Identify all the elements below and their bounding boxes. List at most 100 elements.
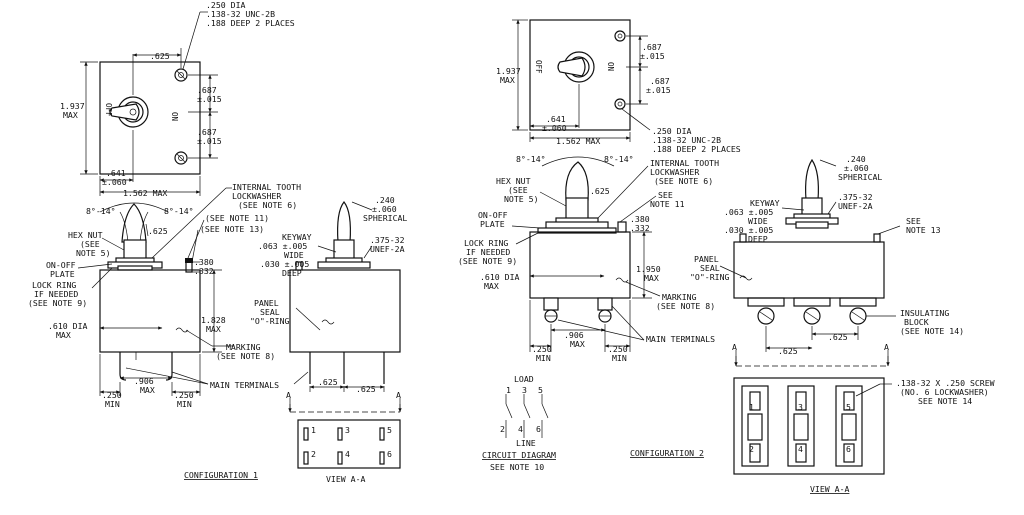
leader-label: PLATE [480, 219, 505, 229]
dim-label: ±.015 [640, 51, 665, 61]
screw-column-2 [793, 391, 809, 463]
leader-label: LOCKWASHER [650, 167, 699, 177]
terminal-number: 2 [311, 449, 316, 459]
terminal-number: 2 [749, 444, 754, 454]
leader-label: BLOCK [904, 317, 929, 327]
dim-label: .625 [150, 51, 170, 61]
leader-label: HEX NUT [496, 176, 531, 186]
config2-side-view [511, 156, 661, 352]
leader-label: UNEF-2A [370, 244, 405, 254]
leader-label: INTERNAL TOOTH [232, 182, 301, 192]
dim-label: .332 [194, 266, 214, 276]
leader-label: LOCKWASHER [232, 191, 281, 201]
dim-label: .610 DIA [48, 321, 88, 331]
terminal-number: 1 [749, 402, 754, 412]
circuit-number: 2 [500, 424, 505, 434]
dim-label: MAX [140, 385, 155, 395]
screw-column-3 [841, 391, 857, 463]
circuit-number: 6 [536, 424, 541, 434]
dim-label: 1.937 [496, 66, 521, 76]
leader-label: (SEE NOTE 8) [216, 351, 275, 361]
terminal-number: 3 [345, 425, 350, 435]
angle-label: 8°-14° [86, 206, 116, 216]
leader-label: PANEL [254, 298, 279, 308]
dim-label: MIN [612, 353, 627, 363]
note-label: (SEE NOTE 13) [200, 224, 264, 234]
circuit-note: SEE NOTE 10 [490, 462, 544, 472]
leader-label: DEEP [282, 268, 302, 278]
config1-side-view [77, 187, 234, 396]
off-label: OFF [104, 103, 113, 117]
leader-label: WIDE [748, 216, 768, 226]
circuit-label: LOAD [514, 374, 534, 384]
leader-label: (SEE [508, 185, 528, 195]
leader-label: .063 ±.005 [724, 207, 773, 217]
leader-label: MAIN TERMINALS [210, 380, 279, 390]
config1-view-aa [297, 419, 401, 469]
leader-label: MARKING [226, 342, 261, 352]
dim-label: .250 [174, 390, 194, 400]
note-label: NOTE 11 [650, 199, 685, 209]
dim-label: 1.950 [636, 264, 661, 274]
leader-label: IF NEEDED [466, 247, 510, 257]
dim-label: .250 DIA [652, 126, 692, 136]
circuit-number: 5 [538, 385, 543, 395]
leader-label: (SEE NOTE 8) [656, 301, 715, 311]
config2-end-labels: .240 ±.060 SPHERICAL KEYWAY .063 ±.005 W… [690, 154, 964, 356]
leader-label: .063 ±.005 [258, 241, 307, 251]
config1-title: CONFIGURATION 1 [184, 470, 258, 480]
angle-label: 8°-14° [164, 206, 194, 216]
leader-label: IF NEEDED [34, 289, 78, 299]
note-label: SEE [658, 190, 673, 200]
dim-label: MAX [63, 110, 78, 120]
dim-label: .138-32 UNC-2B [652, 135, 721, 145]
leader-label: .375-32 [838, 192, 873, 202]
circuit-number: 4 [518, 424, 523, 434]
note-label: SEE [906, 216, 921, 226]
dim-label: .250 [608, 344, 628, 354]
config2-title: CONFIGURATION 2 [630, 448, 704, 458]
dim-label: .641 [106, 168, 126, 178]
dim-label: .641 [546, 114, 566, 124]
dim-label: 1.937 [60, 101, 85, 111]
angle-label: 8°-14° [604, 154, 634, 164]
dim-label: .687 [650, 76, 670, 86]
config1-end-labels: .240 ±.060 SPHERICAL KEYWAY .063 ±.005 W… [250, 195, 407, 400]
dim-label: ±.015 [197, 94, 222, 104]
on-label: ON [606, 62, 615, 71]
config1-end-view [288, 201, 402, 413]
leader-label: (SEE NOTE 9) [28, 298, 87, 308]
leader-label: NOTE 5) [504, 194, 539, 204]
leader-label: .375-32 [370, 235, 405, 245]
leader-label: ON-OFF [478, 210, 508, 220]
leader-label: "O"-RING [250, 316, 290, 326]
dim-label: ±.060 [372, 204, 397, 214]
leader-label: LOCK RING [464, 238, 508, 248]
dim-label: .625 [318, 377, 338, 387]
dim-label: .188 DEEP 2 PLACES [206, 18, 295, 28]
dim-label: MAX [206, 324, 221, 334]
config1-side-labels: 8°-14° 8°-14° INTERNAL TOOTH LOCKWASHER … [28, 182, 301, 409]
leader-label: SEAL [260, 307, 280, 317]
config1-top-view [80, 11, 218, 196]
dim-label: .240 [375, 195, 395, 205]
dim-label: MIN [105, 399, 120, 409]
dim-label: .250 DIA [206, 0, 246, 10]
dim-label: .687 [197, 85, 217, 95]
dim-label: .625 [356, 384, 376, 394]
leader-label: PLATE [50, 269, 75, 279]
terminal-number: 6 [846, 444, 851, 454]
circuit-title: CIRCUIT DIAGRAM [482, 450, 556, 460]
dim-label: .625 [590, 186, 610, 196]
section-label: A [396, 390, 401, 400]
leader-label: (SEE NOTE 14) [900, 326, 964, 336]
dim-label: ±.060 [844, 163, 869, 173]
circuit-diagram: LOAD 1 3 5 2 4 6 LINE CIRCUIT DIAGRAM SE… [482, 374, 556, 472]
dim-label: 1.828 [201, 315, 226, 325]
dim-label: MAX [570, 339, 585, 349]
config2-view-aa-labels: .138-32 X .250 SCREW (NO. 6 LOCKWASHER) … [630, 378, 995, 494]
note-label: (SEE NOTE 11) [205, 213, 269, 223]
leader-label: KEYWAY [750, 198, 780, 208]
circuit-label: LINE [516, 438, 536, 448]
dim-label: .380 [630, 214, 650, 224]
